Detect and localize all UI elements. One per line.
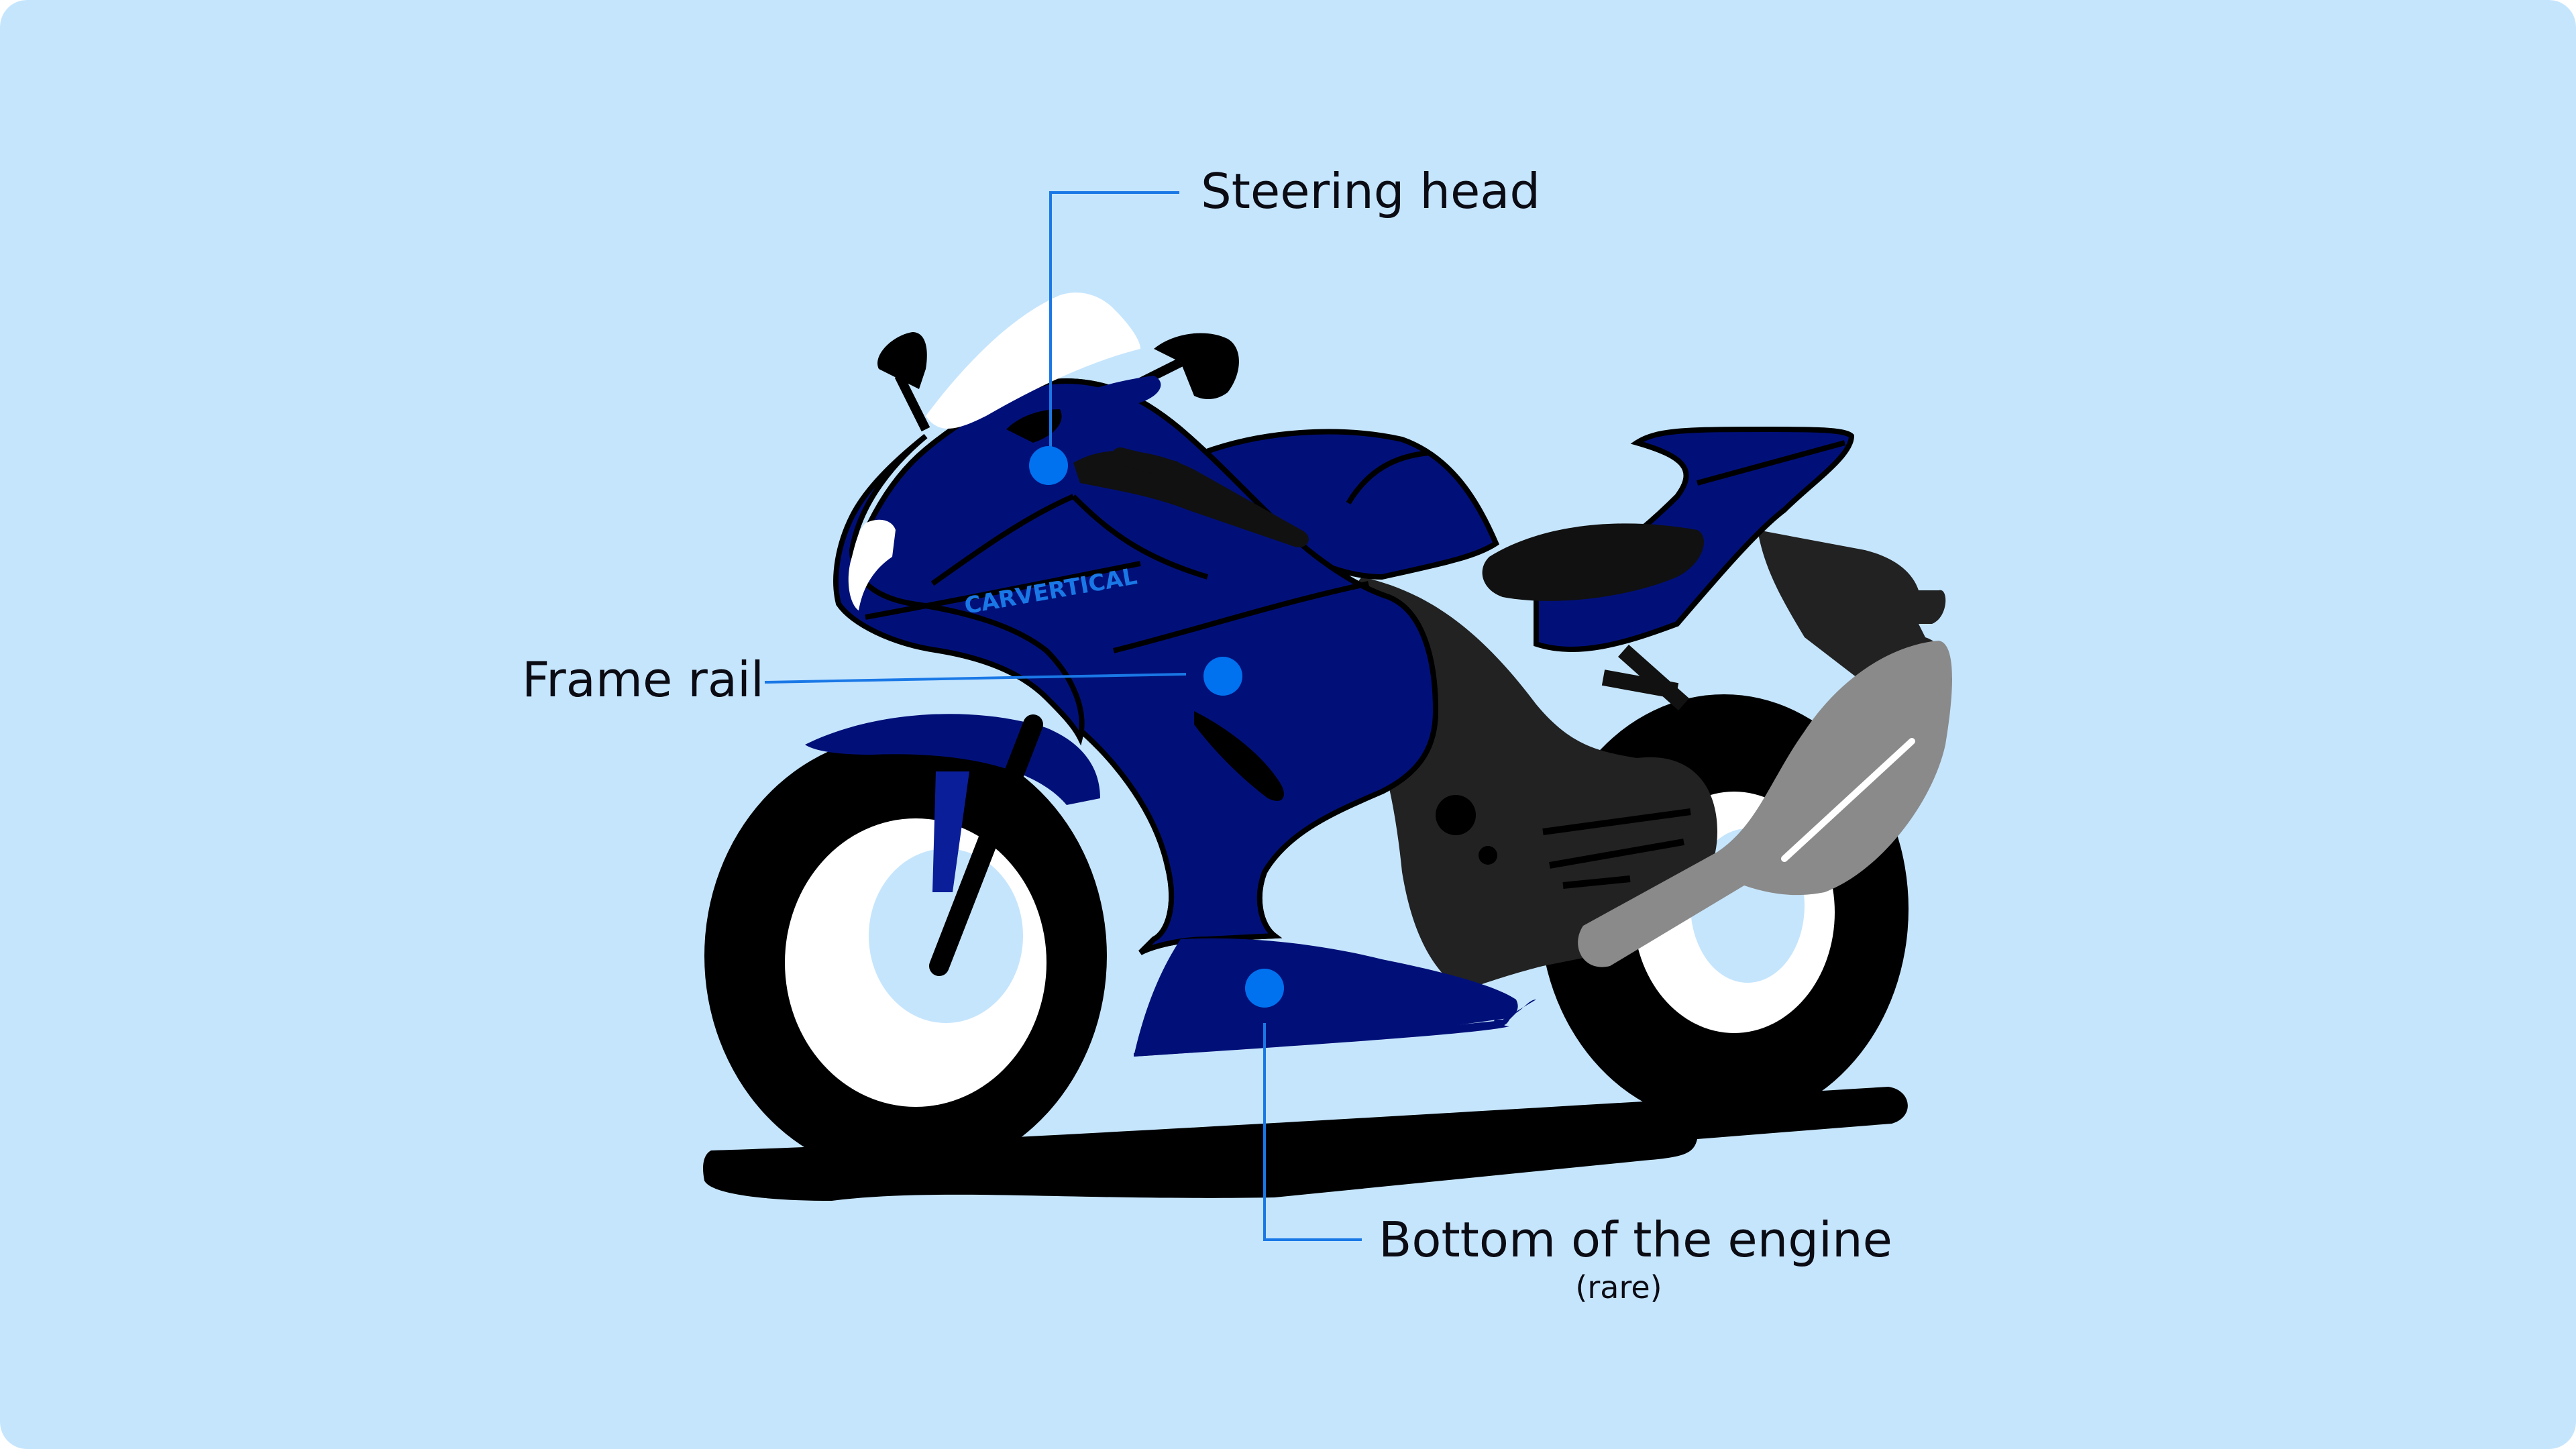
cowl-shadow bbox=[1006, 409, 1062, 443]
label-engine-bottom-note: (rare) bbox=[1575, 1269, 1662, 1305]
leader-frame-rail bbox=[764, 673, 1187, 684]
ground-shadow bbox=[703, 1087, 1908, 1201]
marker-engine-bottom bbox=[1245, 969, 1284, 1008]
side-vent bbox=[1194, 711, 1284, 801]
mirror-left bbox=[877, 332, 927, 389]
marker-frame-rail bbox=[1203, 657, 1242, 696]
exhaust-pipe bbox=[1578, 641, 1952, 967]
headlight bbox=[848, 519, 896, 610]
front-fork bbox=[929, 714, 1043, 976]
label-steering-head: Steering head bbox=[1201, 163, 1540, 219]
label-engine-bottom: Bottom of the engine bbox=[1379, 1212, 1892, 1268]
tail-stripe bbox=[1696, 440, 1846, 486]
engine-bolt-small bbox=[1479, 846, 1497, 865]
belly-pan bbox=[1134, 938, 1518, 1057]
fairing-accent bbox=[865, 494, 1209, 620]
marker-steering-head bbox=[1029, 446, 1068, 485]
label-frame-rail: Frame rail bbox=[522, 651, 764, 708]
exhaust-highlight bbox=[1781, 738, 1915, 862]
fork-leg-blue bbox=[932, 771, 969, 892]
handlebar-clipon bbox=[1073, 450, 1309, 547]
mirror-right bbox=[1154, 333, 1239, 399]
tank-line bbox=[1346, 450, 1430, 505]
seat bbox=[1482, 523, 1704, 601]
intake-stripe bbox=[1113, 581, 1369, 653]
handlebar-grip bbox=[1112, 447, 1183, 478]
engine-bolt bbox=[1436, 795, 1476, 835]
mirror-left-stem bbox=[894, 373, 930, 432]
swingarm-strut bbox=[1601, 645, 1689, 710]
windscreen bbox=[926, 292, 1140, 429]
belly-pan-bottom bbox=[1134, 1000, 1536, 1057]
leader-steering-head bbox=[1049, 191, 1179, 464]
front-wheel bbox=[704, 735, 1107, 1177]
engine-detail bbox=[1542, 808, 1691, 889]
leader-engine-bottom bbox=[1263, 1023, 1362, 1241]
